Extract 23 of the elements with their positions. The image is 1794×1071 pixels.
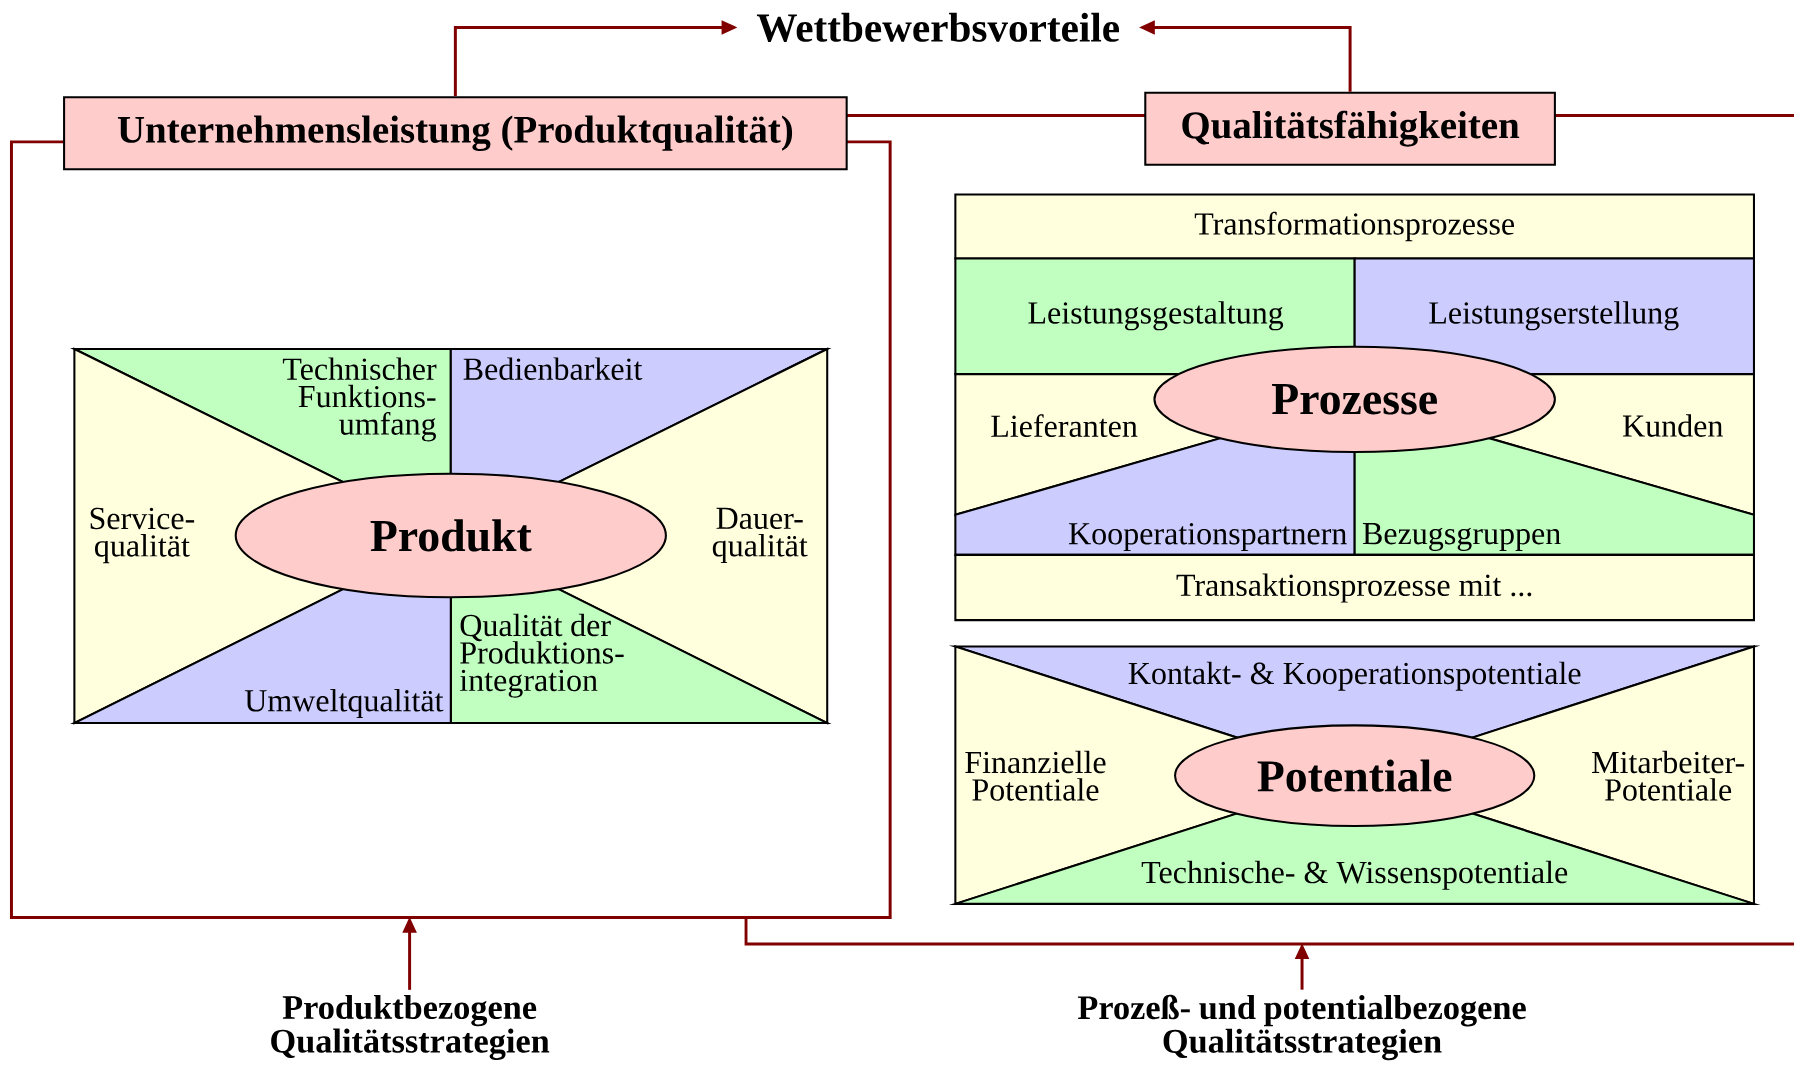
segment-label: Mitarbeiter- Potentiale [1592,750,1745,801]
segment-label: Technische- & Wissenspotentiale [1141,860,1568,890]
heading-box: Unternehmensleistung (Produktqualität) [63,96,848,171]
segment-label: Bedienbarkeit [463,357,643,380]
segment-label: Kunden [1622,414,1723,437]
segment-label: Transaktionsprozesse mit ... [1176,573,1532,603]
segment-label: Kontakt- & Kooperationspotentiale [1128,661,1581,691]
segment-label: Leistungserstellung [1429,301,1679,331]
strategy-label: Prozeß- und potentialbezogene Qualitätsstrategien [1077,994,1526,1061]
heading-text: Wettbewerbsvorteile [756,12,1119,43]
segment-label: Qualität der Produktions- integration [459,613,624,698]
segment-label: Dauer- qualität [712,507,808,564]
segment-label: Umweltqualität [244,689,444,719]
segment-label: Kooperationspartnern [1068,523,1347,552]
segment-label: Lieferanten [991,414,1138,438]
segment-label: Bezugsgruppen [1362,523,1561,552]
segment-label: Leistungsgestaltung [1028,301,1284,331]
segment-label: Finanzielle Potentiale [965,750,1106,801]
segment-label: Service- qualität [90,507,195,564]
strategy-label: Produktbezogene Qualitätsstrategien [271,994,550,1060]
segment-label: Transformationsprozesse [1194,211,1514,242]
heading-box: Qualitätsfähigkeiten [1144,91,1556,166]
segment-label: Technischer Funktions- umfang [282,357,437,442]
